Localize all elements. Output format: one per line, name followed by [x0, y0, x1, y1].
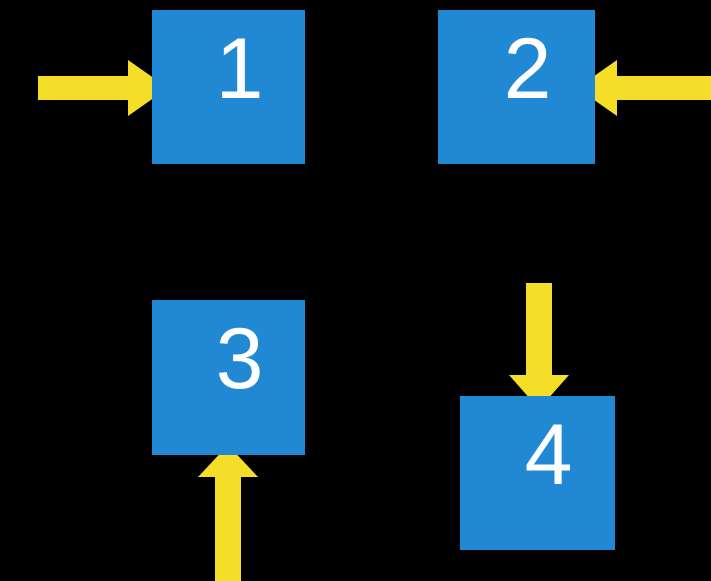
node-2-label: 2	[503, 21, 552, 117]
node-2-rect	[438, 10, 595, 164]
arrow-right-into-node-1	[38, 58, 168, 118]
node-1-label: 1	[215, 21, 264, 117]
arrow-left-into-node-2	[577, 58, 711, 118]
arrow-left-shape	[577, 60, 711, 116]
arrow-up-into-node-3	[196, 445, 260, 581]
node-1-rect	[152, 10, 305, 164]
node-3-rect	[152, 300, 305, 455]
node-block-2[interactable]: 2	[438, 10, 595, 164]
node-block-4[interactable]: 4	[460, 396, 615, 550]
node-4-rect	[460, 396, 615, 550]
arrow-down-shape	[509, 283, 569, 409]
arrow-up-shape	[198, 445, 258, 581]
node-3-label: 3	[215, 311, 264, 407]
arrow-down-into-node-4	[507, 283, 571, 409]
node-block-1[interactable]: 1	[152, 10, 305, 164]
arrow-right-shape	[38, 60, 168, 116]
node-block-3[interactable]: 3	[152, 300, 305, 455]
node-4-label: 4	[524, 407, 573, 503]
